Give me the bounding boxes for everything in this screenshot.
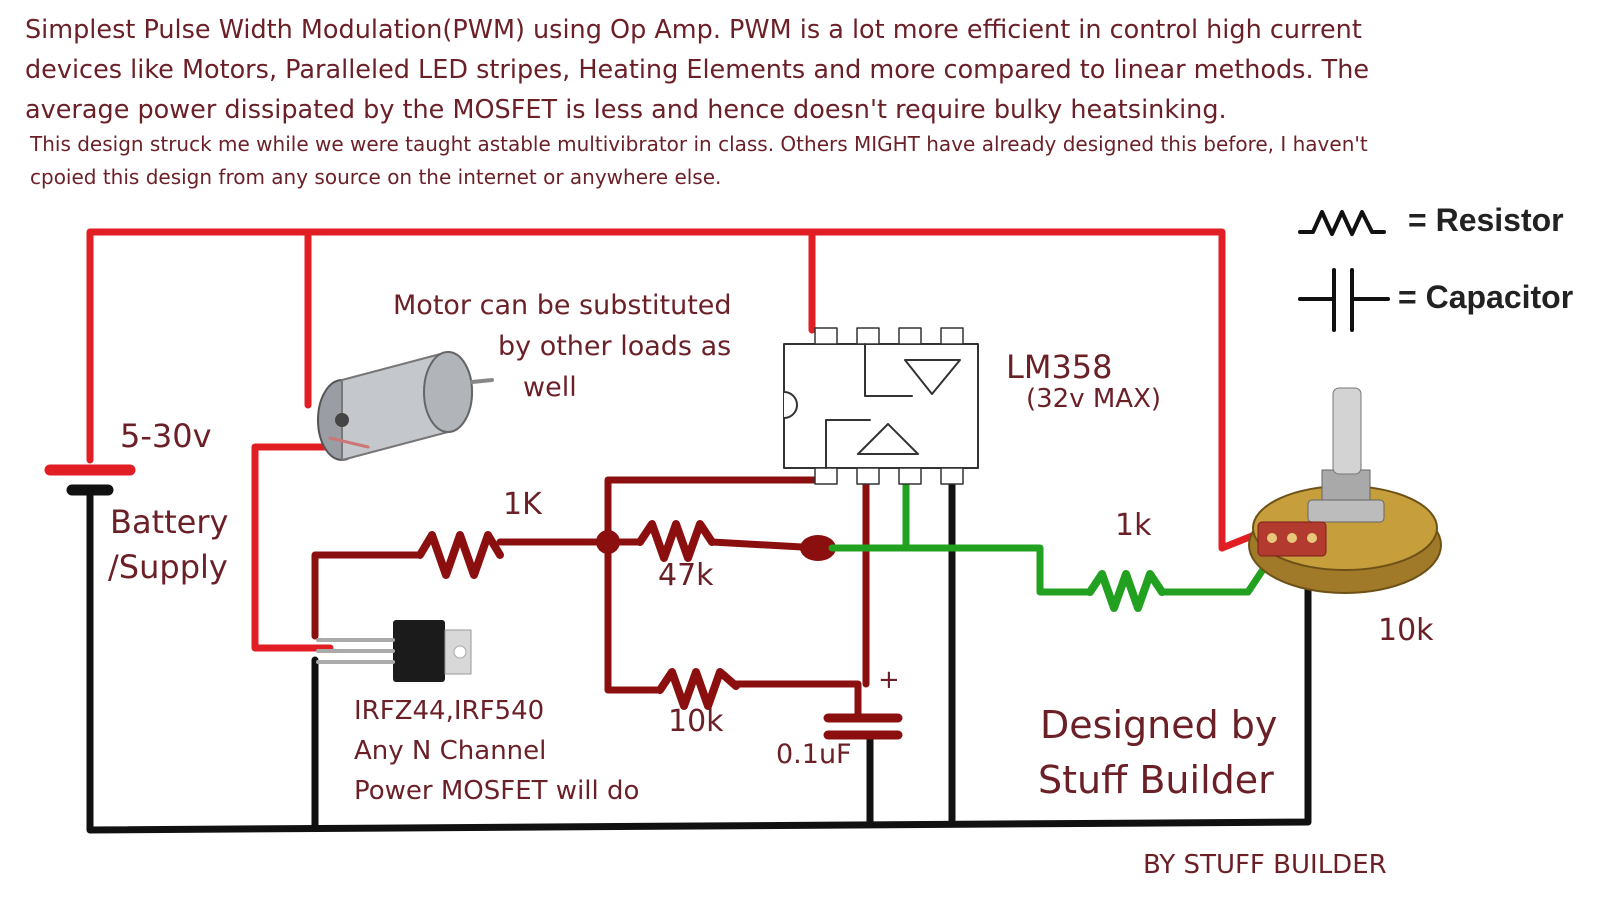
r-10k [656, 668, 740, 710]
motor-note-line-3: well [523, 372, 577, 403]
legend-capacitor-label: = Capacitor [1398, 279, 1574, 315]
reference-node [800, 535, 836, 561]
credit-line-2: Stuff Builder [1038, 758, 1274, 802]
potentiometer-icon [1248, 387, 1442, 594]
pot-wiper-wire [1158, 558, 1272, 596]
capacitor-plus-label: + [878, 665, 900, 695]
motor-icon [317, 351, 494, 461]
mosfet-label-2: Any N Channel [354, 736, 547, 766]
ic-name-label: LM358 [1006, 348, 1113, 386]
ground-rail [86, 486, 1312, 834]
timing-wire-left [604, 538, 664, 694]
intro-line-3: average power dissipated by the MOSFET i… [25, 95, 1227, 125]
motor-drain-wire [251, 443, 374, 652]
note-line-2: cpoied this design from any source on th… [30, 165, 722, 189]
r-47k [636, 520, 716, 562]
r3-label: 10k [668, 704, 724, 739]
positive-rail [86, 228, 1226, 552]
legend-resistor-label: = Resistor [1408, 202, 1564, 238]
gate-wire [311, 551, 424, 640]
legend-capacitor-icon [1298, 268, 1390, 332]
legend-resistor-icon [1298, 210, 1386, 236]
pot-label: 10k [1378, 613, 1434, 648]
motor-note-line-2: by other loads as [498, 331, 732, 362]
reference-wire [828, 544, 1094, 596]
r-1k-gate [416, 531, 504, 579]
ic-rating-label: (32v MAX) [1026, 384, 1162, 414]
note-line-1: This design struck me while we were taug… [30, 132, 1368, 156]
intro-line-2: devices like Motors, Paralleled LED stri… [25, 55, 1370, 85]
intro-line-1: Simplest Pulse Width Modulation(PWM) usi… [25, 15, 1362, 45]
junction-node [596, 530, 620, 554]
r2-label: 47k [658, 558, 714, 593]
mosfet-label-1: IRFZ44,IRF540 [354, 696, 545, 726]
r-1k-pot [1086, 570, 1166, 612]
mosfet-icon [316, 620, 472, 682]
battery-label-2: /Supply [108, 548, 228, 586]
timing-wire-right [732, 680, 862, 722]
credit-line-1: Designed by [1040, 703, 1278, 747]
motor-note-line-1: Motor can be substituted [393, 290, 732, 321]
r1-label: 1K [503, 487, 542, 522]
mosfet-label-3: Power MOSFET will do [354, 776, 640, 806]
footer-credit: BY STUFF BUILDER [1143, 850, 1387, 880]
capacitor-label: 0.1uF [776, 739, 852, 770]
lm358-chip [783, 327, 979, 485]
battery-label-1: Battery [110, 503, 229, 541]
voltage-label: 5-30v [120, 417, 212, 455]
r4-label: 1k [1115, 508, 1152, 543]
ic-output-wire [604, 476, 829, 546]
